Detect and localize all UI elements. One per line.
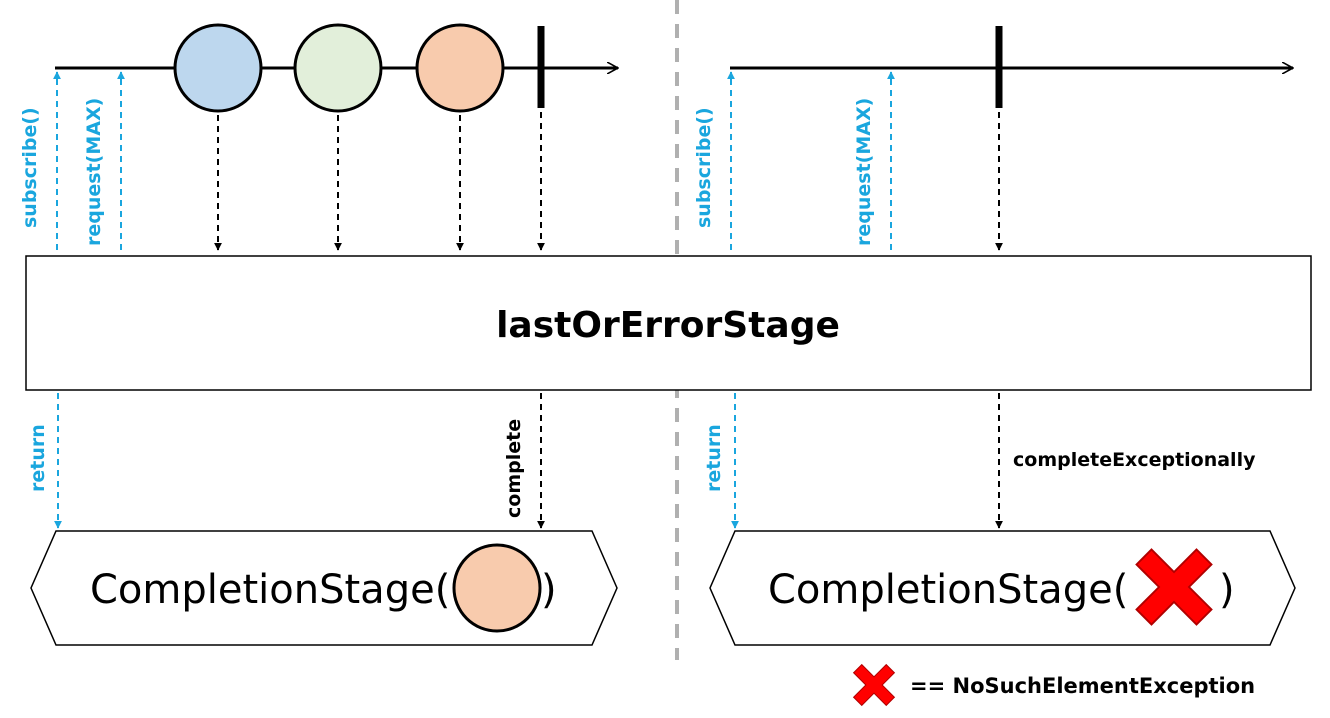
left-item-3-marble [415, 23, 505, 113]
operator-title: lastOrErrorStage [496, 305, 840, 346]
legend-error-icon [853, 664, 895, 706]
left-result-suffix: ) [541, 567, 557, 613]
operator-box [25, 255, 1312, 391]
left-complete-label: complete [503, 419, 525, 518]
left-subscribe-label: subscribe() [19, 107, 41, 228]
left-request-label: request(MAX) [83, 98, 105, 246]
legend-text: == NoSuchElementException [910, 674, 1255, 698]
left-item-2-marble [293, 23, 383, 113]
right-request-label: request(MAX) [853, 98, 875, 246]
right-result-suffix: ) [1219, 567, 1235, 613]
left-result-prefix: CompletionStage( [90, 567, 450, 613]
right-return-label: return [703, 424, 725, 492]
left-item-1-marble [173, 23, 263, 113]
left-result-item-marble [452, 543, 542, 633]
left-return-label: return [27, 424, 49, 492]
right-complete-label: completeExceptionally [1013, 449, 1256, 471]
right-subscribe-label: subscribe() [693, 107, 715, 228]
right-result-prefix: CompletionStage( [768, 567, 1128, 613]
